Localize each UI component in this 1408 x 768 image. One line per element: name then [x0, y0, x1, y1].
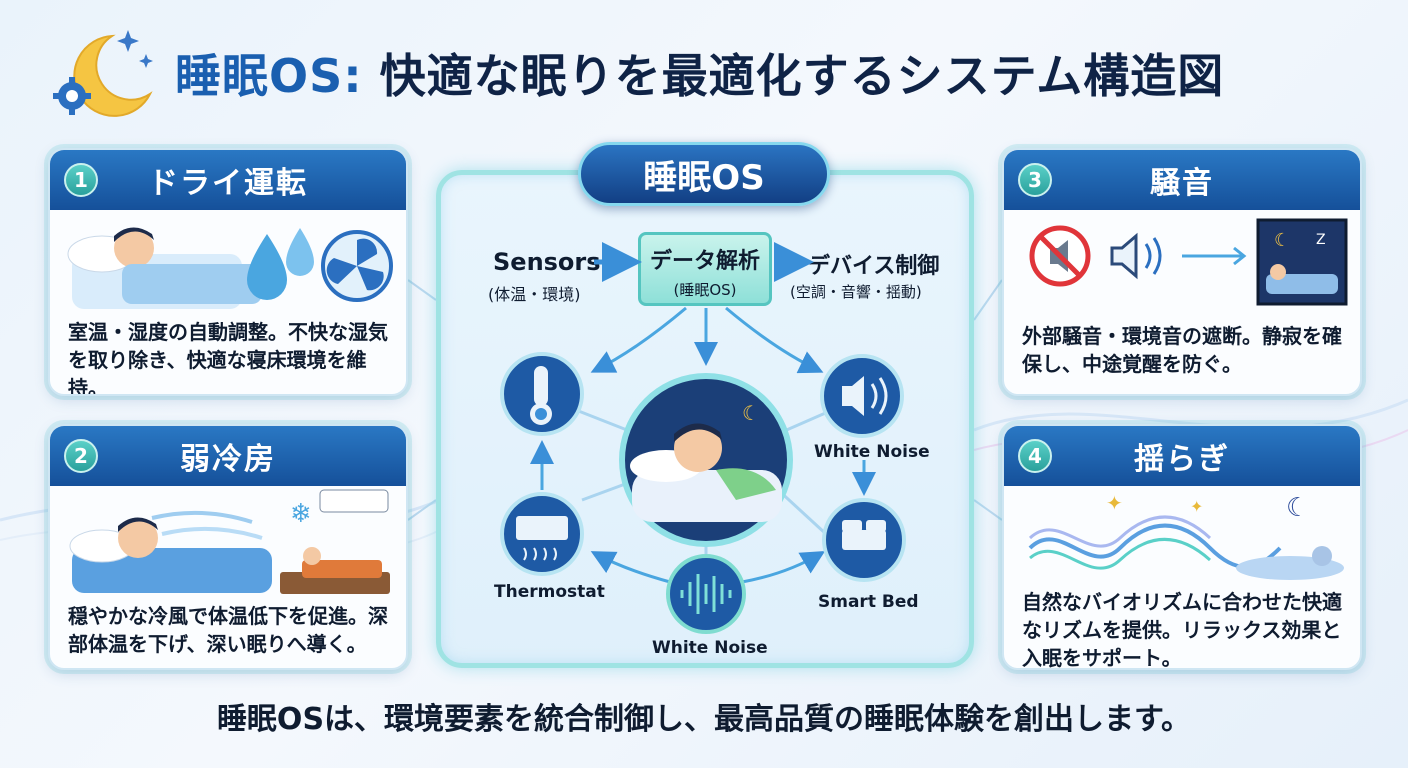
analysis-label: データ解析 — [649, 249, 760, 274]
card-number: 3 — [1018, 163, 1052, 197]
card-heading: ドライ運転 — [148, 166, 308, 201]
page-title: 睡眠OS: 快適な眠りを最適化するシステム構造図 — [175, 49, 1225, 103]
card-heading: 揺らぎ — [1134, 442, 1230, 477]
svg-text:☾: ☾ — [1274, 230, 1290, 251]
data-analysis-box: データ解析 (睡眠OS) — [638, 232, 772, 306]
card-number: 1 — [64, 163, 98, 197]
sleeping-person-cooling-illustration: ❄ — [69, 489, 390, 594]
moon-logo-icon — [53, 30, 153, 117]
svg-text:☾: ☾ — [1286, 493, 1309, 523]
os-flow-diagram: ☾ — [500, 242, 906, 634]
card-header: 2 弱冷房 — [50, 426, 406, 486]
sleep-os-badge: 睡眠OS — [578, 142, 830, 206]
card-fluctuation: 4 揺らぎ ✦ ✦ ☾ 自然なバイオリズムに合わせた快適なリズムを提供。リラック… — [1002, 424, 1362, 670]
card-dry-mode: 1 ドライ運転 室温・湿度の自動調整。不快な湿気を取り除き、快適な寝床環境を維持… — [48, 148, 408, 396]
sensors-label: Sensors — [493, 248, 601, 276]
svg-text:Z: Z — [1316, 232, 1326, 248]
white-noise-bottom-label: White Noise — [652, 638, 768, 658]
rhythm-wave-illustration: ✦ ✦ ☾ — [1028, 491, 1344, 580]
footer-summary: 睡眠OSは、環境要素を統合制御し、最高品質の睡眠体験を創出します。 — [216, 702, 1192, 737]
card-number: 4 — [1018, 439, 1052, 473]
sensors-sub-label: (体温・環境) — [488, 285, 581, 304]
svg-text:☾: ☾ — [742, 401, 760, 425]
card-description: 外部騒音・環境音の遮断。静寂を確保し、中途覚醒を防ぐ。 — [1022, 324, 1342, 376]
svg-text:✦: ✦ — [1106, 491, 1123, 515]
analysis-sub-label: (睡眠OS) — [673, 281, 737, 299]
device-control-sub-label: (空調・音響・揺動) — [790, 283, 922, 301]
device-control-label: デバイス制御 — [808, 254, 940, 279]
noise-block-illustration: ☾ Z — [1029, 218, 1348, 306]
thermostat-label: Thermostat — [494, 582, 605, 602]
card-noise: 3 騒音 ☾ Z 外部騒音・環境音の遮断。静寂を確保し、中途覚醒を防ぐ。 — [1002, 148, 1362, 396]
card-header: 1 ドライ運転 — [50, 150, 406, 210]
svg-text:❄: ❄ — [290, 499, 312, 529]
card-weak-cooling: 2 弱冷房 ❄ 穏やかな冷風で体温低下を促進。深部体温を下げ、深い眠りへ導く。 — [48, 424, 408, 670]
card-header: 3 騒音 — [1004, 150, 1360, 210]
card-header: 4 揺らぎ — [1004, 426, 1360, 486]
smart-bed-label: Smart Bed — [818, 592, 919, 612]
card-heading: 弱冷房 — [180, 442, 276, 477]
card-description: 自然なバイオリズムに合わせた快適なリズムを提供。リラックス効果と入眠をサポート。 — [1022, 590, 1342, 670]
sleeping-person-dry-illustration — [67, 227, 393, 309]
card-description: 穏やかな冷風で体温低下を促進。深部体温を下げ、深い眠りへ導く。 — [68, 604, 388, 656]
svg-text:✦: ✦ — [1190, 497, 1203, 516]
card-description: 室温・湿度の自動調整。不快な湿気を取り除き、快適な寝床環境を維持。 — [68, 320, 388, 396]
white-noise-top-label: White Noise — [814, 442, 930, 462]
card-heading: 騒音 — [1150, 166, 1214, 201]
card-number: 2 — [64, 439, 98, 473]
